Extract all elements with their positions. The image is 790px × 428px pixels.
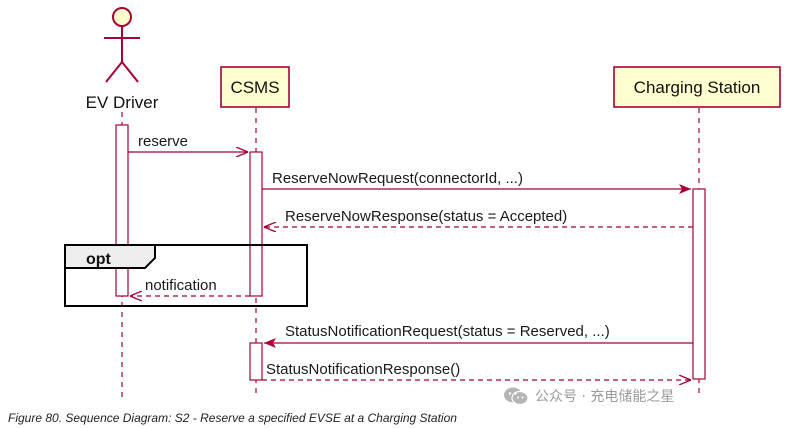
opt-fragment-tab xyxy=(64,244,156,269)
message-reserve-label: reserve xyxy=(138,133,188,150)
activation-csms-2 xyxy=(249,342,263,381)
participant-ev-driver-label: EV Driver xyxy=(86,93,159,112)
participant-charging-station-box xyxy=(613,66,781,108)
message-reserve-now-response-label: ReserveNowResponse(status = Accepted) xyxy=(285,208,567,225)
activation-ev-driver xyxy=(115,124,129,297)
ev-driver-actor-icon xyxy=(104,7,140,83)
message-status-notification-response-label: StatusNotificationResponse() xyxy=(266,361,460,378)
participant-csms-box xyxy=(220,66,290,108)
participant-charging-station-label: Charging Station xyxy=(634,78,761,97)
wechat-icon xyxy=(504,387,529,406)
activation-csms-1 xyxy=(249,151,263,297)
figure-caption: Figure 80. Sequence Diagram: S2 - Reserv… xyxy=(8,411,457,425)
message-notification-label: notification xyxy=(145,277,217,294)
message-status-notification-request-label: StatusNotificationRequest(status = Reser… xyxy=(285,323,610,340)
participant-csms-label: CSMS xyxy=(230,78,279,97)
watermark-text: 公众号 · 充电储能之星 xyxy=(535,389,675,405)
watermark: 公众号 · 充电储能之星 xyxy=(503,386,674,406)
opt-fragment-label: opt xyxy=(86,251,112,268)
activation-charging-station xyxy=(692,188,706,380)
opt-fragment-frame xyxy=(64,244,308,307)
message-reserve-now-request-label: ReserveNowRequest(connectorId, ...) xyxy=(272,170,523,187)
